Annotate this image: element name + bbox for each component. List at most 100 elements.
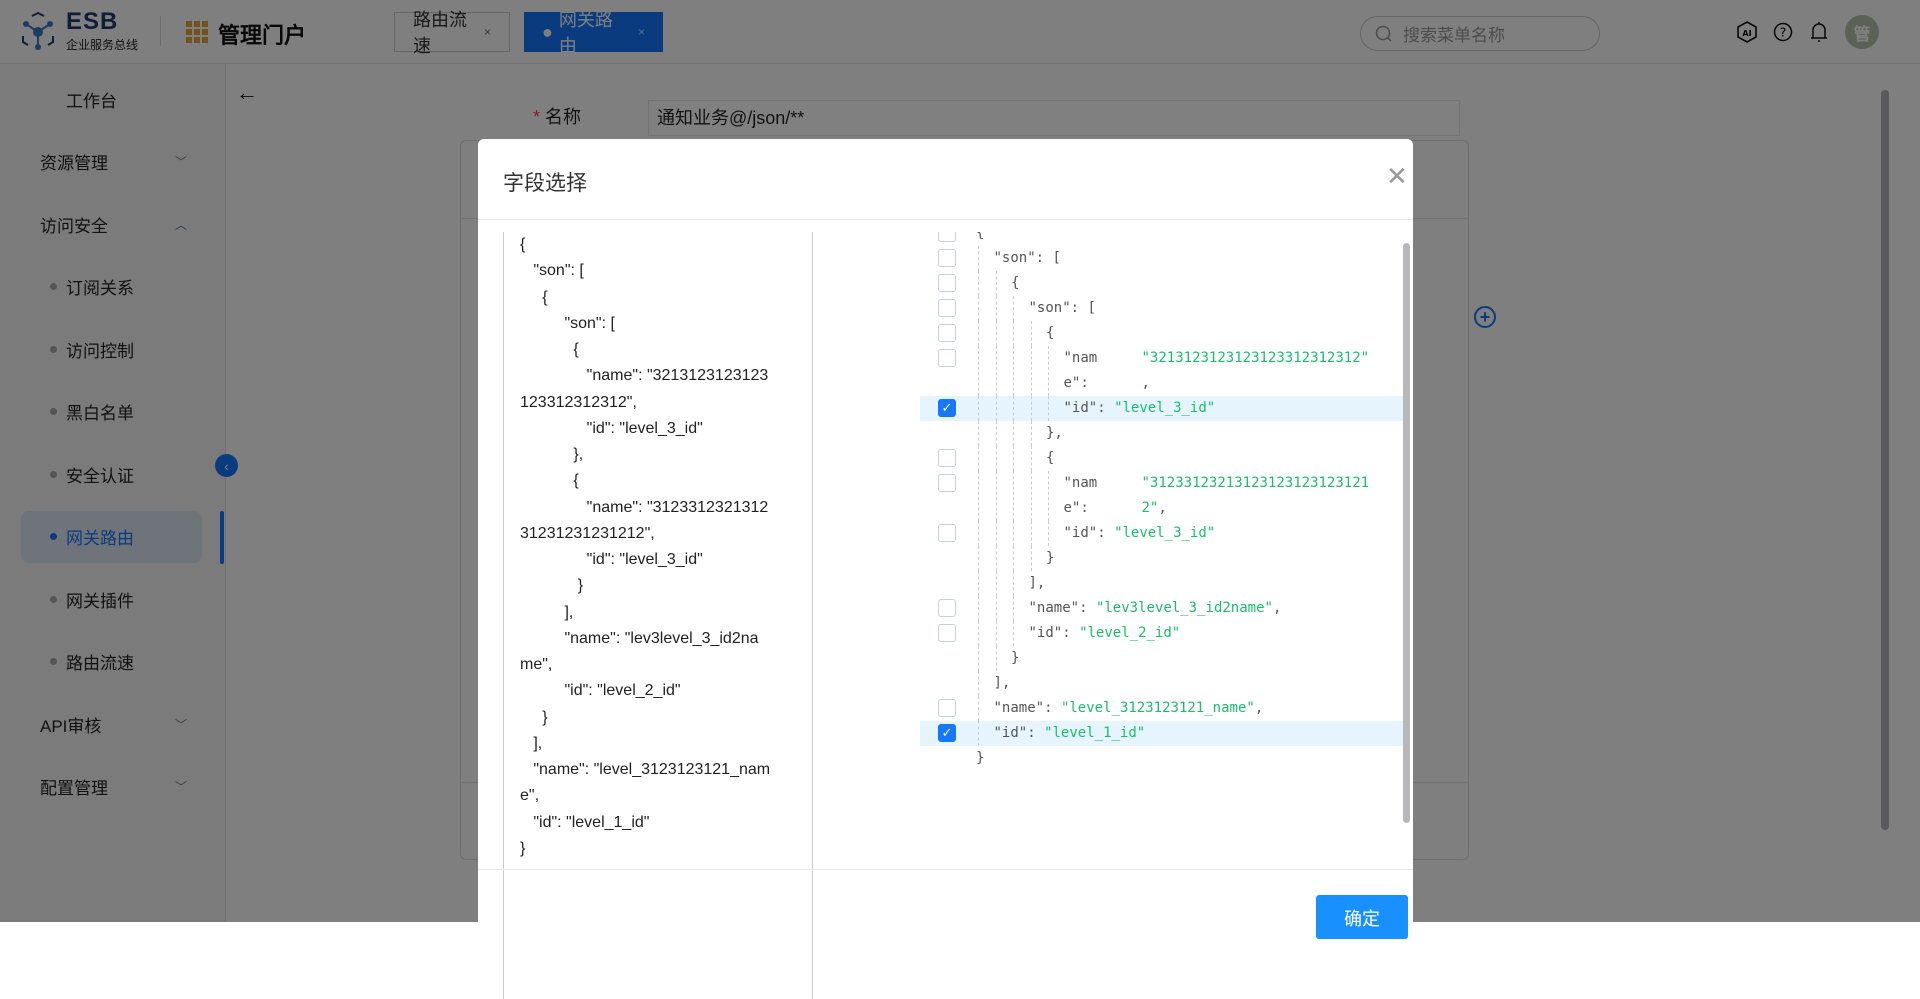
json-punct: } — [976, 750, 985, 766]
tree-row[interactable]: "son": [ — [920, 296, 1405, 321]
json-code: }, — [1046, 421, 1063, 446]
field-checkbox[interactable] — [938, 324, 956, 342]
tree-row[interactable]: { — [920, 446, 1405, 471]
json-line: "name": "3213123123123 — [520, 367, 769, 385]
tree-scrollbar[interactable] — [1403, 243, 1410, 823]
json-punct: { — [976, 232, 985, 241]
tree-row[interactable]: ✓"id": "level_3_id" — [920, 396, 1405, 421]
json-value: "level_3_id" — [1114, 525, 1216, 541]
tree-row[interactable]: }, — [920, 421, 1405, 446]
field-checkbox[interactable] — [938, 449, 956, 467]
tree-row[interactable]: "name": "lev3level_3_id2name", — [920, 596, 1405, 621]
tree-row[interactable]: } — [920, 646, 1405, 671]
json-value: "level_3123123121_name" — [1060, 700, 1255, 716]
field-checkbox[interactable] — [938, 274, 956, 292]
json-line: "name": "lev3level_3_id2na — [520, 629, 759, 647]
indent-guide — [995, 296, 997, 321]
json-line: "name": "level_3123123121_nam — [520, 761, 771, 778]
tree-row[interactable]: } — [920, 746, 1405, 771]
indent-guide — [995, 346, 997, 396]
indent-guide — [978, 621, 979, 646]
indent-guide — [978, 671, 979, 696]
tree-row[interactable]: ], — [920, 571, 1405, 596]
json-punct: { — [1046, 325, 1055, 341]
indent-guide — [1013, 346, 1014, 396]
json-line: } — [520, 839, 526, 857]
json-code: } — [1046, 546, 1054, 571]
indent-guide — [1013, 321, 1014, 346]
field-checkbox[interactable] — [938, 349, 956, 367]
json-value: "level_1_id" — [1044, 725, 1146, 741]
indent-guide — [978, 246, 979, 271]
indent-guide — [1048, 346, 1049, 396]
json-line: { — [520, 288, 548, 306]
json-preview-pane: { "son": [ { "son": [ { "name": "3213123… — [503, 232, 813, 999]
tree-row[interactable]: "son": [ — [920, 246, 1405, 271]
indent-guide — [978, 721, 979, 746]
name-label-text: 名称 — [545, 107, 582, 127]
dialog-footer-divider — [478, 869, 1413, 870]
tree-row[interactable]: ], — [920, 671, 1405, 696]
indent-guide — [1030, 421, 1032, 446]
json-line: e", — [520, 787, 540, 805]
tree-row[interactable]: "name": "level_3123123121_name", — [920, 696, 1405, 721]
json-code: ], — [994, 671, 1011, 696]
indent-guide — [995, 321, 997, 346]
indent-guide — [978, 271, 979, 296]
indent-guide — [1048, 396, 1049, 421]
field-checkbox[interactable] — [938, 474, 956, 492]
tree-row[interactable]: "id": "level_2_id" — [920, 621, 1405, 646]
field-checkbox[interactable] — [938, 249, 956, 267]
field-checkbox[interactable] — [938, 524, 956, 542]
json-key: "name" — [1028, 600, 1080, 616]
close-icon[interactable]: ✕ — [1386, 161, 1408, 191]
indent-guide — [1013, 546, 1014, 571]
field-checkbox[interactable]: ✓ — [938, 724, 956, 742]
json-key: "id" — [1063, 525, 1098, 541]
json-value: "31233123213123123123123121 2" — [1141, 475, 1370, 516]
indent-guide — [995, 646, 997, 671]
json-value: "level_3_id" — [1114, 400, 1216, 416]
tree-row[interactable]: "nam e":"31233123213123123123123121 2", — [920, 471, 1405, 521]
field-checkbox[interactable] — [938, 624, 956, 642]
json-punct: , — [1254, 700, 1264, 716]
field-checkbox[interactable] — [938, 599, 956, 617]
tree-row[interactable]: "nam e":"3213123123123123312312312", — [920, 346, 1405, 396]
json-line: { — [520, 341, 579, 358]
tree-row[interactable]: ✓"id": "level_1_id" — [920, 721, 1405, 746]
json-key: "nam e": — [1063, 475, 1098, 516]
indent-guide — [978, 346, 979, 396]
tree-row[interactable]: { — [920, 271, 1405, 296]
field-checkbox[interactable] — [938, 299, 956, 317]
confirm-button[interactable]: 确定 — [1316, 895, 1408, 939]
json-key: "id" — [1063, 400, 1098, 416]
json-key: "son" — [1028, 300, 1071, 316]
json-line: 31231231231212", — [520, 524, 655, 542]
json-code: "son": [ — [994, 246, 1061, 271]
json-code: { — [1046, 321, 1054, 346]
json-code: { — [1011, 271, 1019, 296]
json-line: me", — [520, 656, 553, 673]
tree-row[interactable]: { — [920, 232, 1405, 246]
json-line: "id": "level_3_id" — [520, 419, 703, 437]
indent-guide — [978, 571, 979, 596]
json-punct: { — [1011, 275, 1020, 291]
json-code: } — [976, 746, 984, 771]
tree-row[interactable]: } — [920, 546, 1405, 571]
name-input[interactable]: 通知业务@/json/** — [648, 100, 1460, 136]
indent-guide — [995, 271, 997, 296]
tree-row[interactable]: "id": "level_3_id" — [920, 521, 1405, 546]
json-code: "nam e":"31233123213123123123123121 2", — [1064, 471, 1370, 521]
json-punct: } — [1011, 650, 1020, 666]
json-punct: ], — [993, 675, 1011, 691]
json-punct: , — [1272, 600, 1282, 616]
json-code: ], — [1029, 571, 1046, 596]
tree-row[interactable]: { — [920, 321, 1405, 346]
indent-guide — [1013, 296, 1014, 321]
json-code: "name": "lev3level_3_id2name", — [1028, 600, 1282, 616]
field-checkbox[interactable]: ✓ — [938, 399, 956, 417]
field-checkbox[interactable] — [938, 232, 956, 242]
field-checkbox[interactable] — [938, 699, 956, 717]
json-line: } — [520, 577, 584, 595]
json-punct: ], — [1028, 575, 1046, 591]
